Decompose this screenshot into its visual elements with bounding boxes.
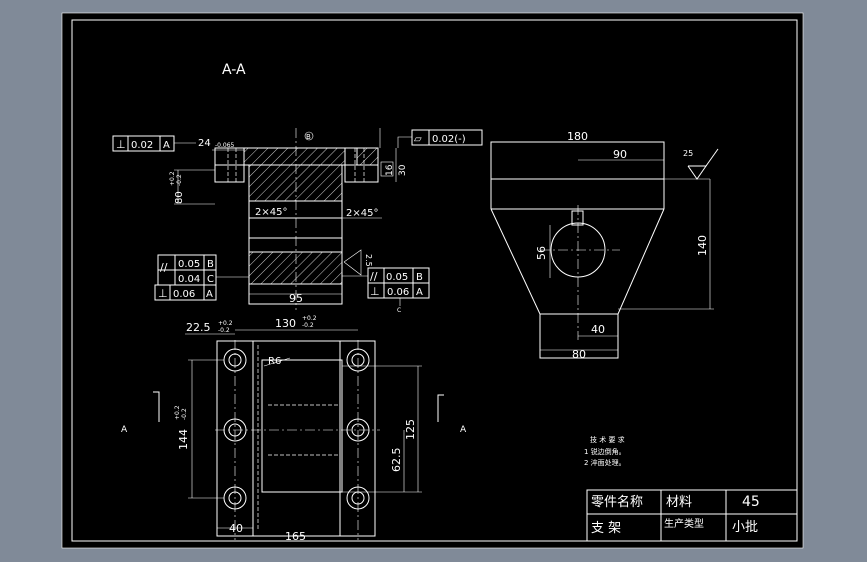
svg-text:A: A — [416, 287, 423, 298]
dim-40-plan: 40 — [229, 522, 243, 535]
svg-text:⊥: ⊥ — [158, 287, 168, 300]
drawing-sheet — [61, 12, 804, 549]
dim-30: 30 — [398, 164, 408, 176]
dim-165: 165 — [285, 530, 306, 543]
production-type-value: 小批 — [732, 520, 758, 535]
tol-144-upper: +0.2 — [174, 405, 181, 420]
tol-144-lower: -0.2 — [181, 408, 188, 420]
tol-22-5-lower: -0.2 — [218, 327, 230, 334]
dim-80-side: 80 — [572, 348, 586, 361]
dim-144: 144 — [177, 429, 190, 450]
dim-125: 125 — [404, 419, 417, 440]
section-arrow-left: A — [121, 425, 128, 435]
material-label: 材料 — [666, 495, 692, 510]
svg-text:B: B — [207, 259, 214, 270]
dim-180: 180 — [567, 130, 588, 143]
svg-text:0.05: 0.05 — [178, 259, 200, 270]
title-block: 零件名称 材料 45 支 架 生产类型 小批 — [586, 489, 798, 542]
svg-text:0.06: 0.06 — [387, 287, 409, 298]
chamfer-right: 2×45° — [346, 208, 378, 219]
dim-24: 24 — [198, 138, 211, 149]
tol-130-lower: -0.2 — [302, 322, 314, 329]
dim-90: 90 — [613, 148, 627, 161]
plan-view: 130 +0.2 -0.2 22.5 +0.2 -0.2 R6 144 +0.2… — [121, 315, 467, 543]
gdt-flat-top: ▱ 0.02(-) — [379, 128, 483, 148]
rough-2-5: 2.5 — [364, 254, 373, 267]
dim-130: 130 — [275, 317, 296, 330]
svg-text:B: B — [416, 272, 423, 283]
svg-text:A: A — [206, 289, 213, 300]
svg-text:A: A — [163, 140, 170, 151]
datum-c: C — [397, 307, 401, 314]
dim-r6: R6 — [268, 356, 281, 367]
part-name-value: 支 架 — [591, 521, 621, 536]
rough-25: 25 — [683, 149, 693, 158]
section-label: A-A — [222, 62, 246, 78]
dim-140: 140 — [696, 235, 709, 256]
gdt-perp-top: ⊥ 0.02 A — [112, 135, 196, 152]
tol-24: -0.065 — [215, 142, 235, 149]
dim-56: 56 — [535, 246, 548, 260]
part-name-label: 零件名称 — [591, 494, 643, 510]
svg-text://: // — [160, 261, 168, 274]
svg-text:0.02(-): 0.02(-) — [432, 134, 466, 145]
notes-title: 技 术 要 求 — [590, 435, 625, 444]
svg-text:⊥: ⊥ — [370, 285, 380, 298]
dim-95: 95 — [289, 292, 303, 305]
tol-22-5-upper: +0.2 — [218, 320, 233, 327]
material-value: 45 — [742, 494, 760, 510]
datum-circle-b: B — [306, 133, 311, 141]
svg-text:0.05: 0.05 — [386, 272, 408, 283]
gdt-left-stack: // 0.05 B 0.04 C ⊥ 0.06 A — [154, 254, 249, 301]
gdt-right-stack: // 0.05 B ⊥ 0.06 A C — [342, 267, 430, 314]
tol-80-lower: -0.2 — [176, 174, 183, 186]
drawing-frame — [71, 19, 798, 542]
section-arrow-right: A — [460, 425, 467, 435]
dim-40-side: 40 — [591, 323, 605, 336]
side-view: 180 90 140 56 40 80 25 — [490, 130, 719, 361]
production-type-label: 生产类型 — [664, 517, 704, 530]
svg-text:⊥: ⊥ — [116, 138, 126, 151]
notes-line-2: 2 淬面处理。 — [584, 458, 626, 467]
svg-text://: // — [370, 270, 378, 283]
svg-text:0.06: 0.06 — [173, 289, 195, 300]
dim-16: 16 — [385, 164, 395, 176]
section-view: A-A B 24 -0.065 80 +0.2 — [112, 62, 483, 314]
tol-80-upper: +0.2 — [169, 171, 176, 186]
svg-text:0.04: 0.04 — [178, 274, 200, 285]
chamfer-left: 2×45° — [255, 207, 287, 218]
dim-22-5: 22.5 — [186, 321, 211, 334]
notes-line-1: 1 锐边倒角。 — [584, 447, 626, 456]
svg-text:0.02: 0.02 — [131, 140, 153, 151]
svg-text:C: C — [207, 274, 214, 285]
tol-130-upper: +0.2 — [302, 315, 317, 322]
dim-80: 80 — [174, 191, 185, 204]
technical-notes: 技 术 要 求 1 锐边倒角。 2 淬面处理。 — [584, 435, 626, 467]
dim-62-5: 62.5 — [390, 448, 403, 473]
svg-text:▱: ▱ — [414, 134, 422, 145]
